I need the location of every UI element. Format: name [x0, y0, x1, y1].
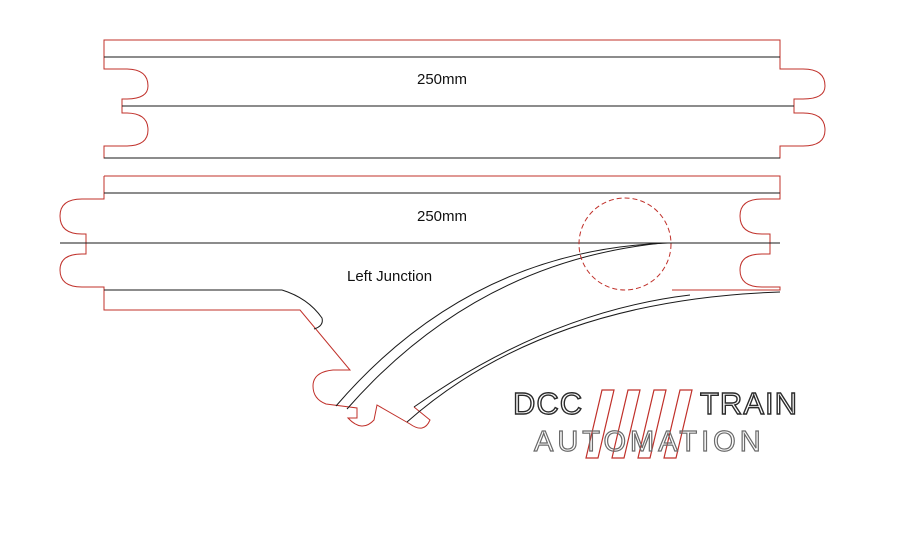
straight-track-piece-top	[103, 39, 826, 159]
diverging-rail-outer	[406, 291, 781, 423]
dcc-train-automation-logo: DCC TRAIN AUTOMATION	[512, 385, 798, 459]
track-outline-top	[103, 39, 826, 159]
left-junction-piece	[59, 175, 781, 429]
length-label-bottom: 250mm	[417, 208, 467, 225]
diverging-rail-outer-2	[413, 294, 691, 408]
logo-text-dcc: DCC	[513, 386, 583, 421]
diverging-rail-inner	[335, 242, 669, 407]
length-label-top: 250mm	[417, 71, 467, 88]
logo-text-automation: AUTOMATION	[534, 426, 765, 458]
highlight-circle	[578, 197, 672, 291]
rail-curve	[281, 289, 323, 330]
logo-slashes-mark	[585, 389, 693, 459]
track-outline-junction	[59, 175, 781, 429]
logo-text-train: TRAIN	[700, 386, 798, 421]
junction-label: Left Junction	[347, 268, 432, 285]
diverging-rail-inner-2	[346, 242, 663, 410]
